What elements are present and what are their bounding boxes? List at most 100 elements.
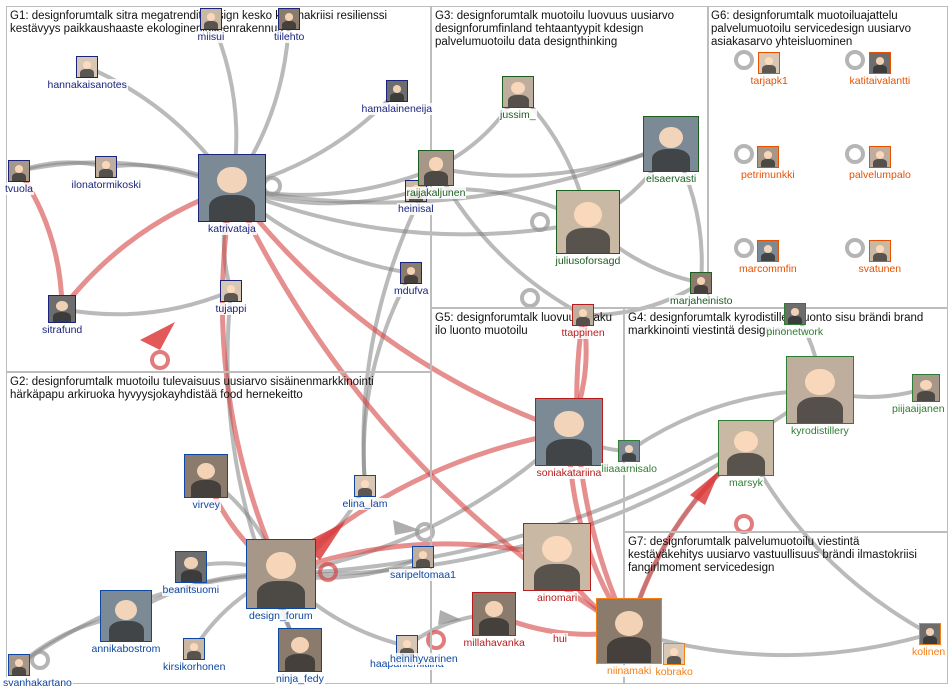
node-label: mdufva — [393, 285, 430, 297]
avatar-body — [404, 275, 418, 283]
node-label: petrimunkki — [740, 169, 796, 181]
avatar-face — [542, 535, 572, 563]
avatar-body — [694, 285, 708, 293]
avatar-face — [290, 636, 310, 654]
avatar — [663, 643, 685, 665]
self-loop-marker — [845, 144, 865, 164]
avatar-body — [873, 65, 887, 73]
node-label: elsaervasti — [645, 173, 698, 185]
node-label: piijaaijanen — [891, 403, 946, 415]
group-title-g4: G4: designforumtalk kyrodistillery luont… — [628, 312, 924, 337]
avatar-face — [659, 126, 683, 149]
avatar-body — [652, 149, 690, 171]
avatar-face — [484, 600, 504, 618]
avatar-face — [624, 444, 634, 453]
avatar — [8, 160, 30, 182]
avatar-body — [80, 69, 94, 77]
node-label: liiaaarnisalo — [600, 463, 658, 475]
red-edge-katrivataja-design_forum — [219, 185, 284, 577]
gray-edge-sitrafund-tujappi — [60, 289, 233, 317]
self-loop-marker — [734, 144, 754, 164]
avatar — [618, 440, 640, 462]
group-title-g3: G3: designforumtalk muotoilu luovuus uus… — [435, 10, 675, 48]
avatar — [418, 150, 454, 186]
avatar-body — [796, 396, 844, 423]
node-label: marsyk — [728, 477, 764, 489]
node-label: katrivataja — [207, 223, 257, 235]
avatar-body — [191, 480, 221, 497]
node-label: hannakaisanotes — [46, 79, 128, 91]
avatar-body — [257, 580, 305, 608]
avatar-face — [402, 639, 412, 648]
self-loop-marker — [734, 238, 754, 258]
avatar-body — [99, 169, 113, 177]
node-label: soniakatariina — [535, 467, 603, 479]
gray-edge-ninamaki-kolinen — [627, 629, 932, 658]
avatar — [48, 295, 76, 323]
avatar-body — [416, 559, 430, 567]
node-label: heinisal — [397, 203, 435, 215]
node-label: marcommfin — [738, 263, 798, 275]
avatar — [643, 116, 699, 172]
avatar-face — [428, 157, 444, 171]
avatar-body — [224, 293, 238, 301]
node-label: jussim_ — [499, 109, 537, 121]
avatar-body — [545, 438, 593, 465]
avatar — [556, 190, 620, 254]
node-label: hui — [552, 633, 569, 645]
edge-arrowhead — [690, 470, 720, 505]
group-title-g2: G2: designforumtalk muotoilu tulevaisuus… — [10, 376, 374, 401]
avatar — [95, 156, 117, 178]
edge-arrowhead — [393, 520, 420, 535]
avatar-body — [187, 651, 201, 659]
node-label: katitaivalantti — [848, 75, 912, 87]
avatar — [912, 374, 940, 402]
self-loop-marker — [734, 50, 754, 70]
avatar-body — [208, 194, 256, 221]
avatar — [784, 303, 806, 325]
gray-edge-mdufva-elina_lam — [361, 271, 413, 488]
avatar — [523, 523, 591, 591]
node-label: ainomari — [536, 592, 579, 604]
gray-edge-design_forum-marsyk — [279, 446, 748, 577]
avatar-face — [875, 244, 885, 253]
node-label: saripeltomaa1 — [389, 569, 457, 581]
node-label: pinonetwork — [765, 326, 825, 338]
avatar-body — [52, 311, 72, 322]
avatar-body — [873, 253, 887, 261]
avatar-body — [285, 654, 315, 671]
avatar-face — [925, 627, 935, 636]
avatar — [472, 592, 516, 636]
node-label: kyrodistillery — [790, 425, 850, 437]
edge-arrowhead — [438, 610, 462, 625]
avatar-face — [763, 244, 773, 253]
avatar — [718, 420, 774, 476]
node-label: virvey — [191, 499, 221, 511]
avatar-body — [12, 667, 26, 675]
avatar-face — [763, 150, 773, 159]
avatar — [183, 638, 205, 660]
avatar-body — [358, 488, 372, 496]
avatar-body — [727, 453, 765, 475]
avatar — [400, 262, 422, 284]
avatar-body — [788, 316, 802, 324]
node-label: heinihyvarinen — [389, 653, 459, 665]
avatar — [919, 623, 941, 645]
avatar-body — [873, 159, 887, 167]
avatar-face — [392, 84, 402, 93]
avatar-face — [696, 276, 706, 285]
avatar-face — [82, 60, 92, 69]
node-label: kirsikorhonen — [162, 661, 227, 673]
avatar-face — [14, 658, 24, 667]
self-loop-marker — [845, 238, 865, 258]
avatar — [596, 598, 662, 664]
self-loop-marker — [426, 630, 446, 650]
self-loop-marker — [530, 212, 550, 232]
node-label: tarjapk1 — [749, 75, 789, 87]
avatar-face — [206, 12, 216, 21]
node-label: kobrako — [654, 666, 694, 678]
avatar — [572, 304, 594, 326]
avatar-face — [184, 557, 198, 570]
avatar-face — [875, 56, 885, 65]
node-label: tiilehto — [273, 31, 306, 43]
